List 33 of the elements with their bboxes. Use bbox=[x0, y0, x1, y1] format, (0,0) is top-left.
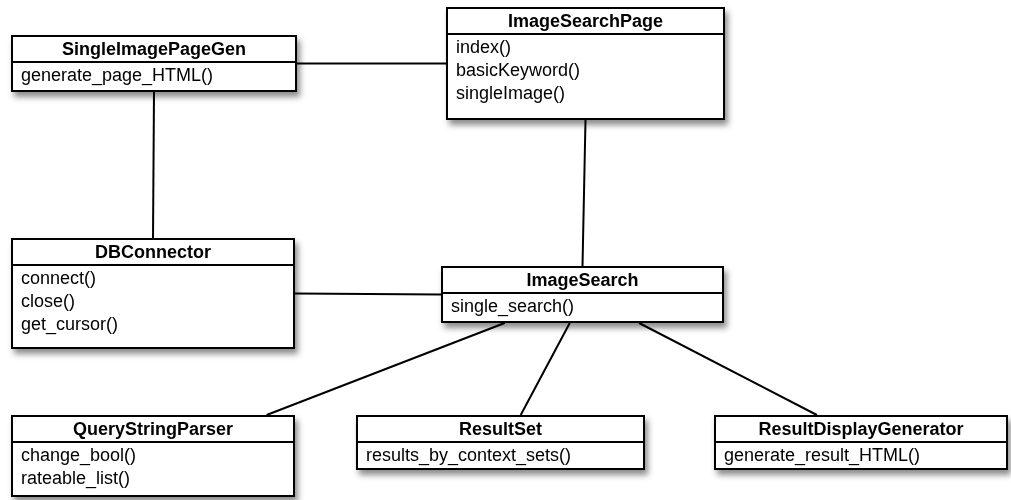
class-box bbox=[11, 415, 295, 497]
connector-line bbox=[519, 322, 571, 416]
class-name: QueryStringParser bbox=[13, 417, 293, 443]
method-name: basicKeyword() bbox=[455, 59, 582, 82]
class-box bbox=[356, 415, 645, 470]
class-name: ImageSearchPage bbox=[448, 9, 723, 35]
class-name: ImageSearch bbox=[443, 268, 722, 294]
class-name: ResultDisplayGenerator bbox=[716, 417, 1006, 443]
method-name: singleImage() bbox=[455, 82, 567, 105]
method-name: results_by_context_sets() bbox=[365, 444, 573, 467]
class-box bbox=[446, 7, 725, 120]
class-name: SingleImagePageGen bbox=[13, 37, 295, 63]
method-name: close() bbox=[20, 290, 76, 313]
method-name: index() bbox=[455, 36, 513, 59]
class-box bbox=[714, 415, 1008, 470]
class-box bbox=[11, 238, 295, 349]
connector-line bbox=[638, 322, 818, 416]
class-name: ResultSet bbox=[358, 417, 643, 443]
class-box bbox=[11, 35, 297, 92]
connector-line bbox=[265, 322, 506, 416]
method-name: connect() bbox=[20, 267, 98, 290]
method-name: change_bool() bbox=[20, 444, 138, 467]
class-box bbox=[441, 266, 724, 323]
method-name: get_cursor() bbox=[20, 313, 120, 336]
method-name: generate_page_HTML() bbox=[20, 64, 215, 87]
method-name: generate_result_HTML() bbox=[723, 444, 922, 467]
connector-line bbox=[152, 91, 155, 239]
method-name: rateable_list() bbox=[20, 467, 132, 490]
class-name: DBConnector bbox=[13, 240, 293, 266]
connector-line bbox=[294, 292, 442, 296]
connector-line bbox=[581, 119, 587, 267]
connector-line bbox=[296, 62, 447, 65]
method-name: single_search() bbox=[450, 295, 576, 318]
